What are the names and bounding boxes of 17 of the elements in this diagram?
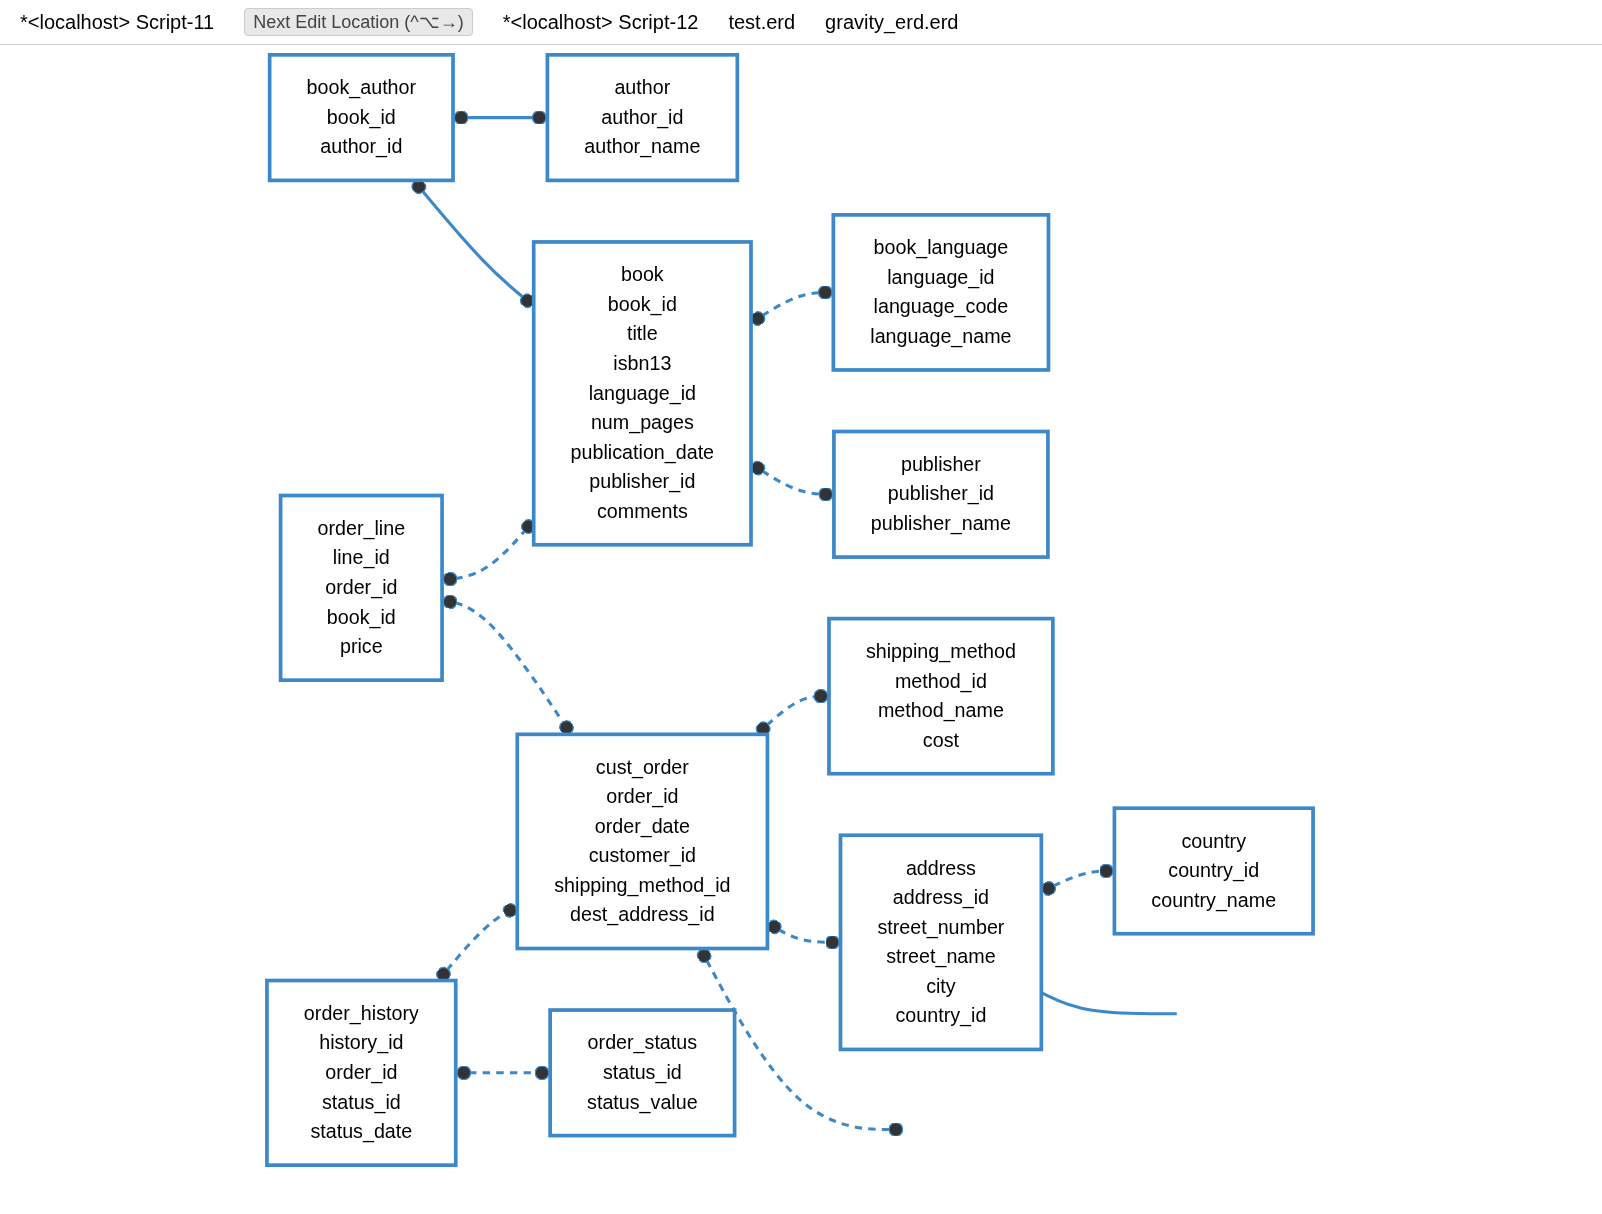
node-box: publisher publisher_id publisher_name: [832, 429, 1050, 559]
node-box: country country_id country_name: [1112, 806, 1315, 936]
node-box: order_status status_id status_value: [548, 1008, 737, 1138]
tab-label: *<localhost> Script-12: [502, 10, 699, 34]
tab-label: test.erd: [728, 10, 796, 34]
node-box: order_history history_id order_id status_id status_date: [265, 978, 458, 1167]
tab-label: *<localhost> Script-11: [20, 10, 215, 34]
tooltip: Next Edit Location (^⌥→): [244, 8, 473, 36]
node-box: shipping_method method_id method_name cost: [827, 616, 1055, 776]
node-box: cust_order order_id order_date customer_id shipping_method_id dest_address_id: [515, 732, 770, 951]
node-box: book_language language_id language_code language_name: [831, 213, 1051, 372]
node-box: address address_id street_number street_name city country_id: [838, 833, 1044, 1052]
node-box: author author_id author_name: [545, 53, 740, 183]
node-box: order_line line_id order_id book_id price: [278, 493, 444, 682]
tab-label: gravity_erd.erd: [825, 10, 959, 34]
node-box: book_author book_id author_id: [267, 53, 455, 183]
node-box: book book_id title isbn13 language_id num_pages publication_date publisher_id comments: [531, 240, 753, 547]
